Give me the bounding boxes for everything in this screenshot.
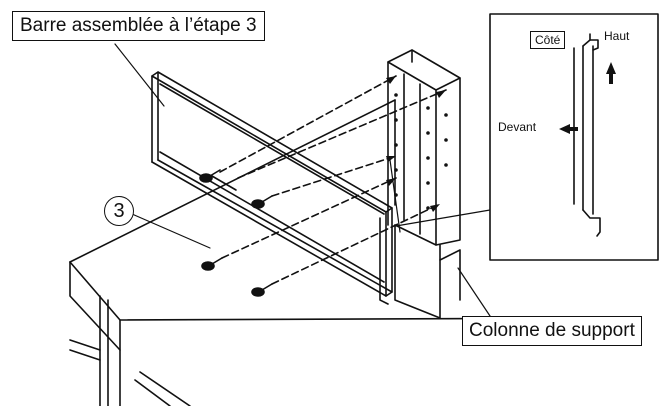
assembly-arrows <box>219 75 447 285</box>
inset-front-label: Devant <box>498 120 537 134</box>
inset-side-label: Côté <box>530 31 566 49</box>
workbench <box>69 99 606 406</box>
step-number-badge: 3 <box>104 196 134 226</box>
column-callout: Colonne de support <box>462 316 642 346</box>
screws <box>199 169 273 297</box>
inset-arrows <box>559 62 616 134</box>
assembled-bar-frame <box>151 71 393 305</box>
bar-callout: Barre assemblée à l’étape 3 <box>12 11 265 41</box>
inset-view <box>489 13 659 261</box>
leader-lines <box>114 43 491 317</box>
inset-up-label: Haut <box>604 29 630 43</box>
arrow-heads <box>386 76 446 212</box>
support-column <box>387 49 461 319</box>
